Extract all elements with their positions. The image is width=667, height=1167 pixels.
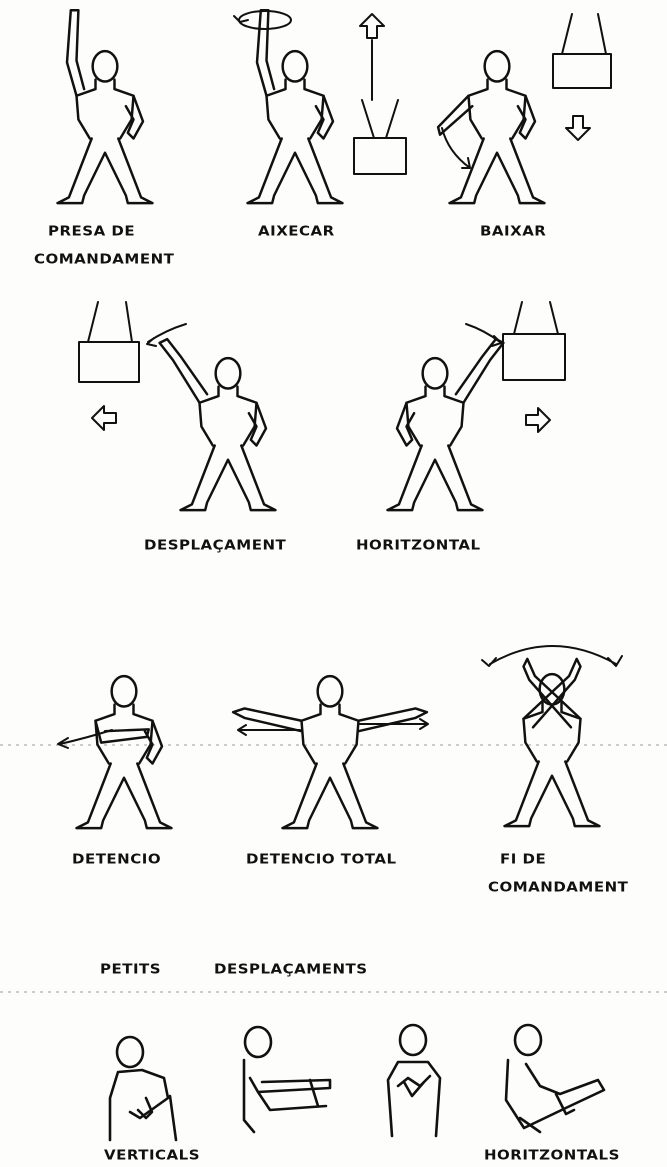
label-fi-line2: COMANDAMENT [488,879,628,895]
label-aixecar: AIXECAR [258,223,335,239]
label-fi-line1: FI DE [500,851,546,867]
load-left-icon [79,302,139,382]
swing-left-arrow-icon [147,324,186,346]
label-detencio: DETENCIO [72,851,161,867]
figure-presa-de-comandament [57,10,152,203]
label-detencio-total: DETENCIO TOTAL [246,851,397,867]
figure-petit-horitzontal-2 [506,1025,604,1132]
figure-petit-vertical-1 [110,1037,176,1140]
load-raised-icon [354,100,406,174]
arrow-right-icon [526,408,550,432]
label-horitzontals: HORITZONTALS [484,1147,620,1163]
swing-right-arrow-icon [466,324,501,346]
arrow-left-icon [92,406,116,430]
label-baixar: BAIXAR [480,223,546,239]
arrow-up-icon [360,14,384,38]
down-swing-arrow-icon [442,128,470,168]
figure-desplacament-left [160,339,276,510]
label-presa-line2: COMANDAMENT [34,251,174,267]
figure-petit-vertical-2 [244,1027,330,1132]
figure-petit-horitzontal-1 [388,1025,440,1136]
label-presa-line1: PRESA DE [48,223,135,239]
figure-detencio [77,676,172,828]
figure-fi-de-comandament [505,659,600,826]
figure-baixar [438,51,544,203]
load-lowered-icon [553,14,611,88]
load-right-icon [503,302,565,380]
figure-horitzontal-right [388,339,504,510]
arrow-down-icon [566,116,590,140]
figure-detencio-total [233,676,427,828]
overhead-swing-arrow-icon [482,646,622,666]
label-desplacaments: DESPLAÇAMENTS [214,961,368,977]
double-arrow-left-icon [238,725,300,735]
figure-aixecar [248,10,343,203]
label-petits: PETITS [100,961,161,977]
label-horitzontal: HORITZONTAL [356,537,481,553]
label-verticals: VERTICALS [104,1147,200,1163]
label-desplacament: DESPLAÇAMENT [144,537,286,553]
